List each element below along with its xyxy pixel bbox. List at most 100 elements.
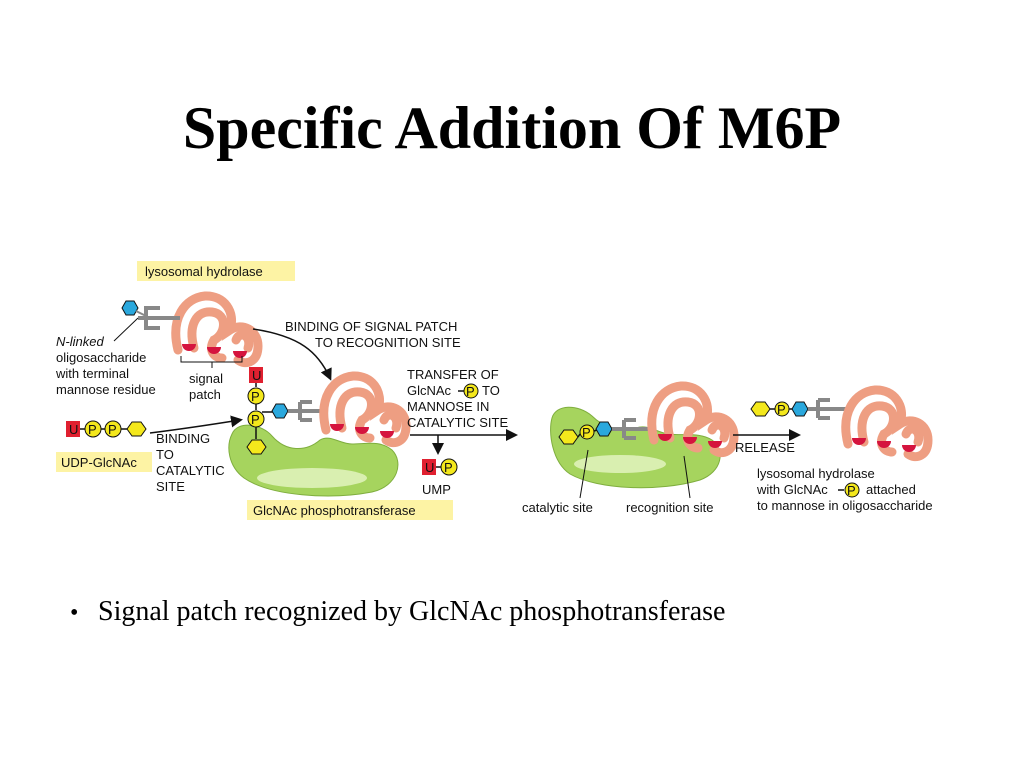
signal-patch-mark bbox=[902, 445, 916, 452]
oligosaccharide-branch bbox=[808, 398, 846, 420]
glcnac-hexagon bbox=[750, 401, 771, 417]
signal-patch-mark bbox=[683, 437, 697, 444]
protein-coil bbox=[901, 424, 924, 447]
bound-sugar-chain: U P P bbox=[246, 367, 326, 455]
bound-hydrolase bbox=[319, 371, 411, 448]
enzyme-after-transfer: P catalytic site recognition site bbox=[522, 381, 739, 515]
uridine-block bbox=[422, 459, 436, 475]
signal-patch-mark bbox=[380, 431, 394, 438]
signal-patch-mark bbox=[877, 441, 891, 448]
binding-signal-arrow bbox=[252, 328, 332, 381]
phosphate-glyph: P bbox=[582, 425, 591, 440]
enzyme-highlight bbox=[574, 455, 666, 473]
n-linked-label: N-linked oligosaccharide with terminal m… bbox=[55, 317, 156, 397]
udp-glcnac-label-bg bbox=[56, 452, 152, 472]
bullet-marker: • bbox=[70, 600, 79, 626]
binding-catalytic-line-4: SITE bbox=[156, 479, 185, 494]
uridine-glyph: U bbox=[425, 460, 434, 475]
enzyme-highlight bbox=[257, 468, 367, 488]
binding-catalytic-arrow bbox=[149, 415, 243, 434]
protein-coil bbox=[319, 371, 411, 448]
phosphate-glyph: P bbox=[251, 389, 260, 404]
bullet-text: Signal patch recognized by GlcNAc phosph… bbox=[98, 596, 726, 627]
signal-patch-mark bbox=[355, 427, 369, 434]
binding-signal-line-2: TO RECOGNITION SITE bbox=[315, 335, 461, 350]
n-linked-line-4: mannose residue bbox=[56, 382, 156, 397]
slide-title: Specific Addition Of M6P bbox=[182, 95, 842, 161]
n-linked-line-1: N-linked bbox=[56, 334, 104, 349]
free-hydrolase bbox=[121, 291, 263, 368]
released-hydrolase: P bbox=[750, 385, 933, 462]
binding-catalytic-line-1: BINDING bbox=[156, 431, 210, 446]
phosphate-glyph: P bbox=[444, 460, 453, 475]
release-step: RELEASE bbox=[733, 429, 801, 455]
ump-label: UMP bbox=[422, 482, 451, 497]
signal-patch-mark bbox=[658, 434, 672, 441]
phosphate-glyph: P bbox=[466, 384, 475, 399]
catalytic-site-pointer bbox=[579, 449, 589, 499]
signal-patch-mark bbox=[852, 438, 866, 445]
signal-patch-label: signal patch bbox=[180, 356, 243, 402]
glcnac-hexagon bbox=[126, 421, 147, 437]
mannose-hexagon bbox=[271, 403, 289, 419]
bound-hydrolase bbox=[647, 381, 739, 458]
phosphate-circle bbox=[844, 482, 860, 498]
protein-coil bbox=[379, 410, 402, 433]
enzyme-label-text: GlcNAc phosphotransferase bbox=[253, 503, 416, 518]
udp-glcnac-molecule: U P P bbox=[66, 420, 147, 438]
binding-signal-line-1: BINDING OF SIGNAL PATCH bbox=[285, 319, 457, 334]
protein-coil bbox=[647, 381, 739, 458]
protein-coil bbox=[707, 420, 730, 443]
bond bbox=[135, 310, 147, 317]
hydrolase-label-bg bbox=[137, 261, 295, 281]
signal-patch-mark bbox=[233, 351, 247, 358]
oligosaccharide-chain bbox=[121, 300, 180, 330]
ump-product: U P UMP bbox=[422, 458, 458, 497]
protein-coil bbox=[231, 330, 254, 353]
signal-patch-mark bbox=[182, 344, 196, 351]
enzyme-label: GlcNAc phosphotransferase bbox=[247, 500, 453, 520]
signal-patch-mark bbox=[330, 424, 344, 431]
transfer-line-4: MANNOSE IN bbox=[407, 399, 489, 414]
result-line-3: attached bbox=[866, 482, 916, 497]
glcnac-hexagon bbox=[558, 429, 579, 445]
uridine-block bbox=[66, 421, 80, 437]
bullet-item: • Signal patch recognized by GlcNAc phos… bbox=[70, 596, 970, 628]
signal-patch-marks bbox=[182, 344, 247, 358]
mannose-hexagon bbox=[121, 300, 139, 316]
signal-patch-mark bbox=[207, 347, 221, 354]
oligosaccharide-branch bbox=[288, 400, 326, 422]
protein-coil bbox=[171, 291, 263, 368]
phosphate-glyph: P bbox=[108, 422, 117, 437]
udp-glcnac-label: UDP-GlcNAc bbox=[56, 452, 152, 472]
signal-patch-line-2: patch bbox=[189, 387, 221, 402]
n-linked-line-3: with terminal bbox=[55, 366, 129, 381]
signal-patch-mark bbox=[708, 441, 722, 448]
enzyme-complex: U P P bbox=[228, 367, 411, 497]
bond bbox=[577, 433, 581, 438]
udp-glcnac-label-text: UDP-GlcNAc bbox=[61, 455, 137, 470]
glcnac-hexagon bbox=[246, 439, 267, 455]
result-line-4: to mannose in oligosaccharide bbox=[757, 498, 933, 513]
phosphate-glyph: P bbox=[777, 402, 786, 417]
signal-patch-line-1: signal bbox=[189, 371, 223, 386]
binding-catalytic-line-3: CATALYTIC bbox=[156, 463, 225, 478]
phosphate-glyph: P bbox=[88, 422, 97, 437]
transfer-line-2: GlcNAc bbox=[407, 383, 452, 398]
protein-coil bbox=[841, 385, 933, 462]
phosphate-circle bbox=[440, 458, 458, 476]
transfer-line-5: CATALYTIC SITE bbox=[407, 415, 508, 430]
transfer-line-1: TRANSFER OF bbox=[407, 367, 499, 382]
n-linked-pointer bbox=[113, 317, 139, 342]
binding-catalytic-step: BINDING TO CATALYTIC SITE bbox=[149, 415, 243, 494]
oligosaccharide-branch bbox=[612, 418, 652, 440]
transfer-line-3: TO bbox=[482, 383, 500, 398]
uridine-block bbox=[249, 367, 263, 383]
uridine-glyph: U bbox=[252, 368, 261, 383]
phosphate-glyph: P bbox=[251, 412, 260, 427]
oligosaccharide-branch bbox=[138, 306, 180, 330]
phosphate-glyph: P bbox=[847, 483, 856, 498]
uridine-glyph: U bbox=[69, 422, 78, 437]
result-line-2: with GlcNAc bbox=[756, 482, 828, 497]
